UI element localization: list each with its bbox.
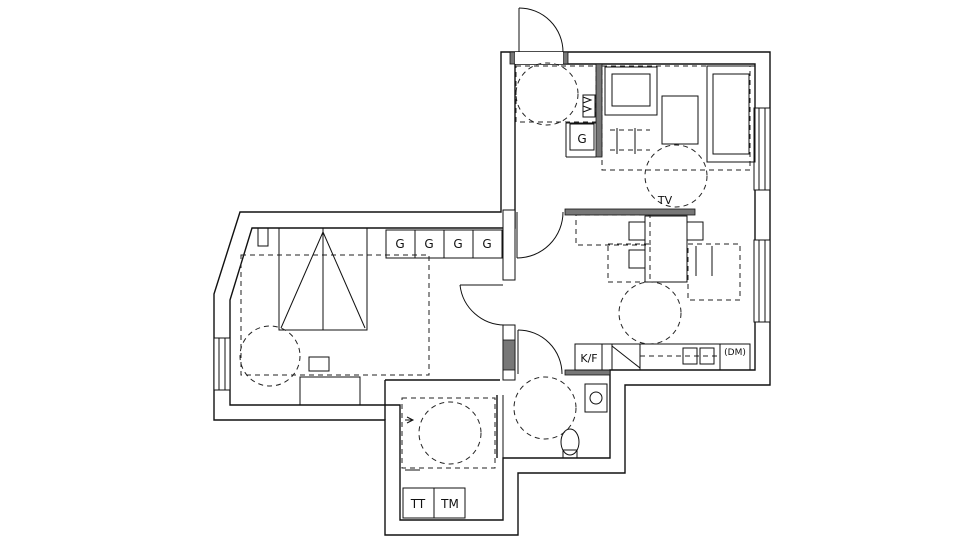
- living-door: [516, 211, 564, 259]
- bedroom: G G G G: [239, 227, 503, 406]
- windows: [213, 107, 771, 391]
- entrance-door: [509, 7, 569, 65]
- tv-label: TV: [657, 194, 673, 207]
- bathroom-door: [517, 329, 563, 375]
- bedroom-door: [459, 284, 506, 326]
- living-room: TV K/F (DM): [574, 65, 756, 371]
- laundry-room: TT TM: [401, 397, 496, 519]
- entry: G: [515, 62, 597, 151]
- dryer-label: TT: [410, 497, 426, 511]
- wardrobe-label-2: G: [424, 237, 433, 251]
- exterior-walls: [213, 51, 771, 536]
- bathroom: [513, 376, 608, 459]
- wardrobe-label-4: G: [482, 237, 491, 251]
- washer-label: TM: [440, 497, 459, 511]
- wardrobe-label-3: G: [453, 237, 462, 251]
- interior-walls: [384, 63, 696, 458]
- wardrobe-label-1: G: [395, 237, 404, 251]
- dishwasher-label: (DM): [724, 348, 746, 358]
- entry-wardrobe-label: G: [577, 132, 586, 146]
- fridge-freezer-label: K/F: [580, 352, 597, 365]
